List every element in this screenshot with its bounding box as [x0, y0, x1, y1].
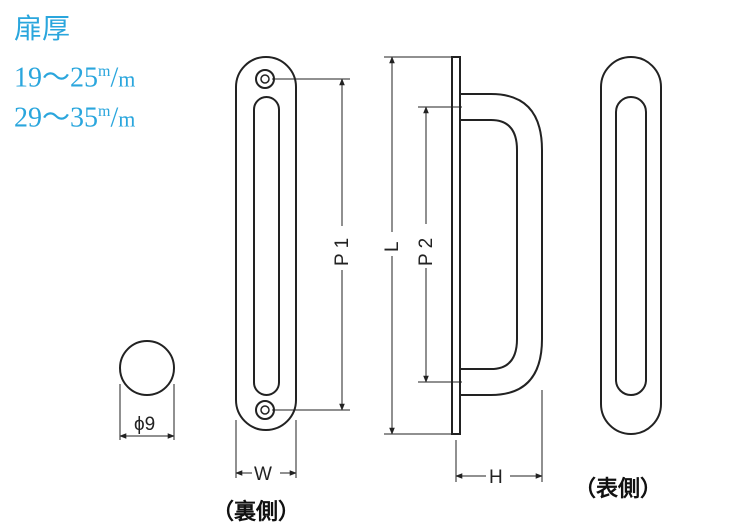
door-thickness-range-2: 29〜35m/m: [14, 102, 136, 134]
p2-label: P 2: [416, 238, 437, 266]
back-side-caption: （裏側）: [212, 499, 300, 525]
cross-section-circle: ϕ9: [119, 340, 175, 440]
back-side-view: P 1 W （裏側）: [212, 56, 353, 525]
side-view: L P 2 H: [382, 56, 543, 488]
door-thickness-range-1: 19〜25m/m: [14, 62, 136, 94]
w-label: W: [254, 464, 272, 485]
front-side-view: （表側）: [574, 56, 662, 502]
h-label: H: [489, 467, 503, 488]
diameter-label: ϕ9: [134, 414, 155, 435]
p1-label: P 1: [332, 238, 353, 266]
door-thickness-title: 扉厚: [14, 14, 71, 45]
front-side-caption: （表側）: [574, 477, 662, 502]
l-label: L: [382, 241, 403, 252]
